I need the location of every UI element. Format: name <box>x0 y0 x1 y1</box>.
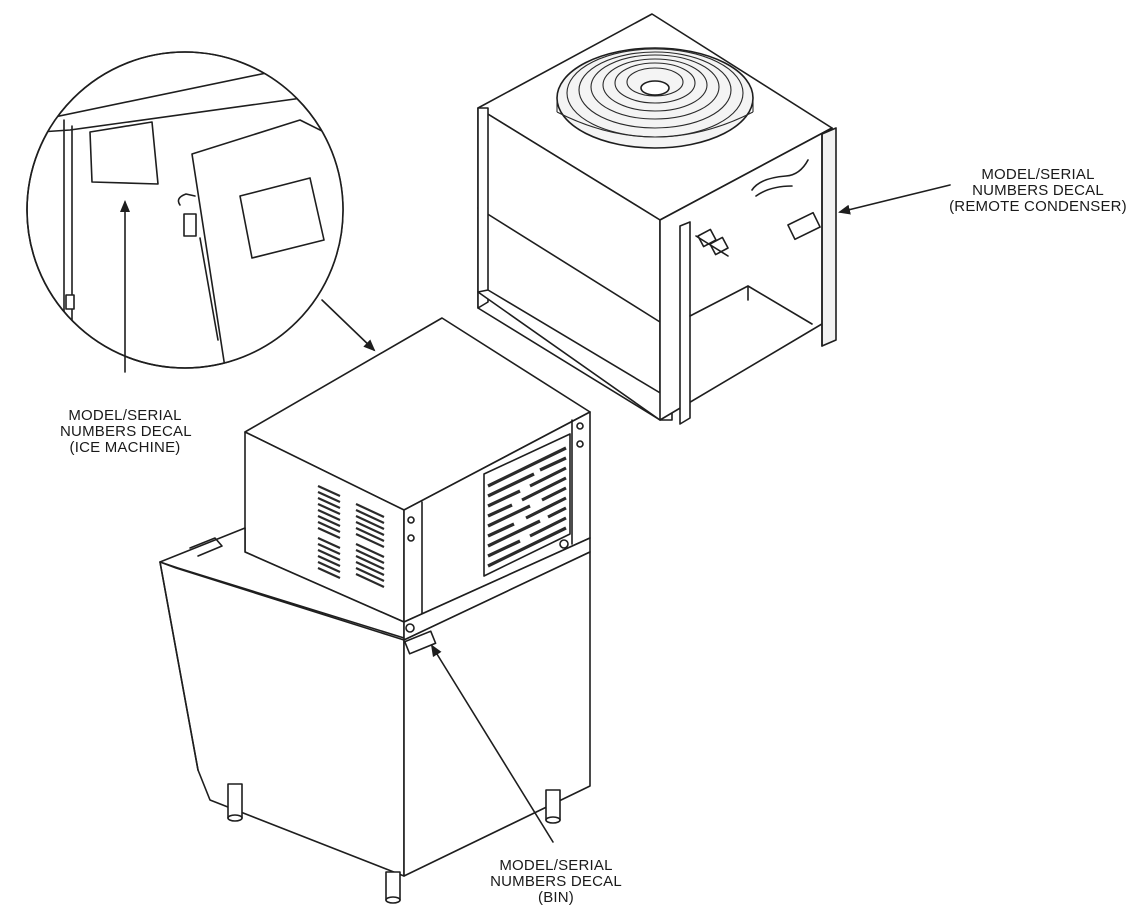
refrigerant-valves <box>695 228 729 257</box>
ice-machine <box>244 317 591 623</box>
label-remote-condenser-decal: MODEL/SERIAL NUMBERS DECAL (REMOTE CONDE… <box>938 167 1138 215</box>
ice-bin <box>159 527 591 904</box>
condenser-coil <box>556 47 754 149</box>
remote-condenser <box>477 13 837 425</box>
label-line: (BIN) <box>538 889 574 906</box>
arrow-condenser-decal <box>838 184 951 215</box>
label-line: MODEL/SERIAL <box>68 407 182 424</box>
bin-decal <box>403 630 437 655</box>
condenser-decal <box>787 211 821 241</box>
label-line: (REMOTE CONDENSER) <box>949 198 1127 215</box>
label-ice-machine-decal: MODEL/SERIAL NUMBERS DECAL (ICE MACHINE) <box>60 407 192 456</box>
label-line: MODEL/SERIAL <box>981 166 1095 183</box>
label-line: MODEL/SERIAL <box>499 857 613 874</box>
left-vents <box>317 484 385 588</box>
label-line: NUMBERS DECAL <box>972 182 1104 199</box>
label-line: NUMBERS DECAL <box>60 423 192 440</box>
label-line: NUMBERS DECAL <box>490 873 622 890</box>
detail-zoom-circle <box>26 51 344 369</box>
arrow-zoom-detail <box>321 299 376 352</box>
leader-arrows <box>120 184 951 843</box>
bin-legs <box>227 783 561 904</box>
arrow-bin-decal <box>430 644 554 843</box>
label-line: (ICE MACHINE) <box>69 439 181 456</box>
right-grille <box>483 433 571 577</box>
label-bin-decal: MODEL/SERIAL NUMBERS DECAL (BIN) <box>486 858 626 906</box>
